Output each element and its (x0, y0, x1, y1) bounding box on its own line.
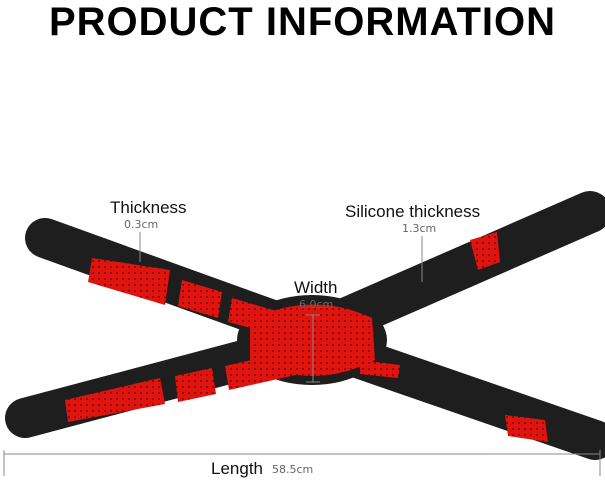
silicone-thickness-value: 1.3cm (402, 222, 437, 235)
page-title: PRODUCT INFORMATION (48, 0, 557, 44)
thickness-label: Thickness (110, 198, 187, 217)
length-label: Length (211, 459, 263, 478)
thickness-value: 0.3cm (124, 218, 159, 231)
measure-lines (3, 232, 601, 476)
width-value: 6.0cm (299, 298, 334, 311)
length-value: 58.5cm (272, 463, 314, 476)
silicone-thickness-label: Silicone thickness (345, 202, 481, 221)
width-label: Width (294, 278, 338, 297)
